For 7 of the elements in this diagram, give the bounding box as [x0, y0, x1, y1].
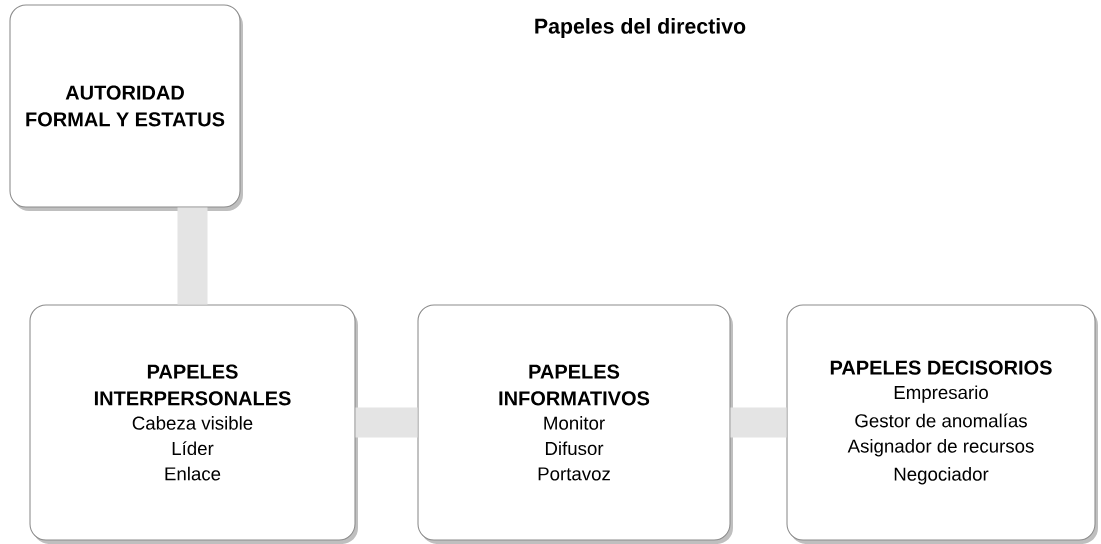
- connector-band: [730, 407, 787, 438]
- heading-box: AUTORIDAD FORMAL Y ESTATUS: [9, 4, 243, 211]
- title: Papeles del directivo: [535, 18, 746, 38]
- role-box: PAPELES INFORMATIVOS Monitor Difusor Portavoz: [417, 304, 733, 544]
- connector-band: [355, 407, 418, 438]
- role-box: PAPELES INTERPERSONALES Cabeza visible Líder Enlace: [29, 304, 358, 544]
- role-box: PAPELES DECISORIOS Empresario Gestor de anomalías Asignador de recursos Negociador: [786, 304, 1098, 544]
